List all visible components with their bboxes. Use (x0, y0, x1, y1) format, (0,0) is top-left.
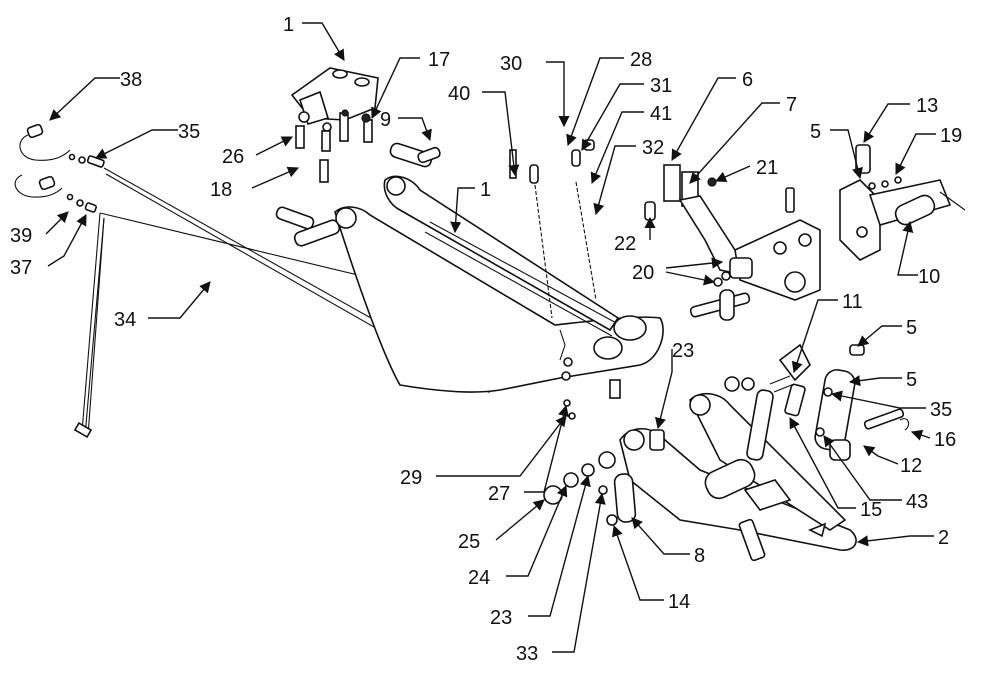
callout-26: 25 (458, 499, 545, 553)
callout-label: 1 (480, 179, 491, 201)
callout-6: 6 (671, 69, 753, 161)
callout-label: 22 (614, 233, 636, 255)
wire-clip-part (14, 123, 71, 198)
callout-5b: 5 (848, 369, 917, 391)
lift-arm-part (334, 175, 664, 399)
callout-14: 14 (612, 524, 690, 613)
hitch-plate-part (644, 164, 821, 321)
callout-label: 30 (500, 53, 522, 75)
callout-label: 10 (918, 266, 940, 288)
callout-label: 18 (210, 179, 232, 201)
callout-11: 11 (791, 291, 863, 374)
callout-31: 30 (500, 53, 570, 128)
callout-17: 17 (371, 49, 450, 120)
callout-label: 5 (906, 317, 917, 339)
callout-label: 33 (516, 643, 538, 665)
callout-label: 25 (458, 531, 480, 553)
callout-22: 22 (614, 216, 656, 255)
callout-label: 2 (938, 527, 949, 549)
callout-label: 31 (650, 75, 672, 97)
pin-part (275, 142, 441, 247)
callout-label: 39 (10, 225, 32, 247)
callout-36: 35 (830, 390, 952, 421)
callout-21: 21 (714, 157, 778, 183)
callout-label: 34 (114, 309, 136, 331)
callout-label: 35 (178, 121, 200, 143)
callout-25: 24 (468, 484, 568, 589)
callout-label: 1 (283, 14, 294, 36)
callout-4: 5 (810, 121, 863, 180)
callout-41: 40 (448, 83, 520, 177)
callout-label: 16 (934, 429, 956, 451)
callout-7: 7 (689, 94, 797, 184)
callout-30: 29 (400, 415, 567, 489)
callout-label: 9 (380, 109, 391, 131)
callout-40: 39 (10, 211, 69, 247)
mount-bracket-part (290, 67, 379, 183)
callout-label: 12 (900, 455, 922, 477)
callout-label: 29 (400, 467, 422, 489)
callout-39: 38 (49, 69, 142, 121)
callout-27: 26 (222, 136, 294, 168)
callout-label: 19 (940, 125, 962, 147)
callout-15: 15 (789, 417, 882, 521)
callout-2: 2 (856, 527, 949, 549)
callout-label: 41 (650, 103, 672, 125)
callout-label: 23 (672, 340, 694, 362)
callout-label: 15 (860, 499, 882, 521)
lower-frame-part (619, 392, 857, 562)
callout-28: 27 (488, 404, 569, 505)
callout-label: 7 (786, 94, 797, 116)
callout-23: 23 (655, 340, 694, 430)
cylinder-part (724, 343, 910, 461)
callout-43: 43 (823, 435, 928, 513)
callout-label: 14 (668, 591, 690, 613)
callout-3: 1 (283, 14, 345, 61)
callout-38: 37 (10, 214, 87, 279)
callout-24: 23 (490, 474, 591, 629)
callout-42: 41 (590, 103, 672, 185)
callout-8: 8 (631, 517, 705, 567)
callout-20: 20 (632, 257, 724, 286)
callout-1: 1 (450, 179, 491, 234)
callout-33: 32 (593, 137, 664, 216)
callout-12: 12 (863, 445, 922, 477)
callout-34: 33 (516, 492, 606, 665)
callout-18: 18 (210, 166, 300, 201)
callout-10: 10 (897, 220, 940, 288)
callout-label: 21 (756, 157, 778, 179)
callout-9: 9 (380, 109, 432, 142)
callout-label: 40 (448, 83, 470, 105)
callout-label: 23 (490, 607, 512, 629)
callout-5a: 5 (857, 317, 917, 347)
callout-label: 27 (488, 483, 510, 505)
callout-29: 28 (566, 49, 652, 147)
callout-label: 13 (916, 95, 938, 117)
callout-label: 37 (10, 257, 32, 279)
callout-label: 28 (630, 49, 652, 71)
callout-label: 8 (694, 545, 705, 567)
callout-16: 16 (910, 429, 956, 451)
callout-label: 38 (120, 69, 142, 91)
callout-35: 34 (114, 281, 211, 331)
rear-bracket-part (785, 144, 966, 261)
callout-13: 13 (863, 95, 938, 143)
callout-label: 11 (842, 291, 863, 313)
callout-label: 35 (930, 399, 952, 421)
callout-label: 17 (428, 49, 450, 71)
callout-label: 24 (468, 567, 490, 589)
callout-32: 31 (581, 75, 672, 151)
callout-label: 26 (222, 146, 244, 168)
callout-label: 43 (906, 491, 928, 513)
callout-37: 35 (94, 121, 200, 159)
callout-label: 20 (632, 262, 654, 284)
callout-19: 19 (895, 125, 962, 176)
callout-label: 5 (906, 369, 917, 391)
callout-label: 5 (810, 121, 821, 143)
callout-label: 6 (742, 69, 753, 91)
callout-label: 32 (642, 137, 664, 159)
